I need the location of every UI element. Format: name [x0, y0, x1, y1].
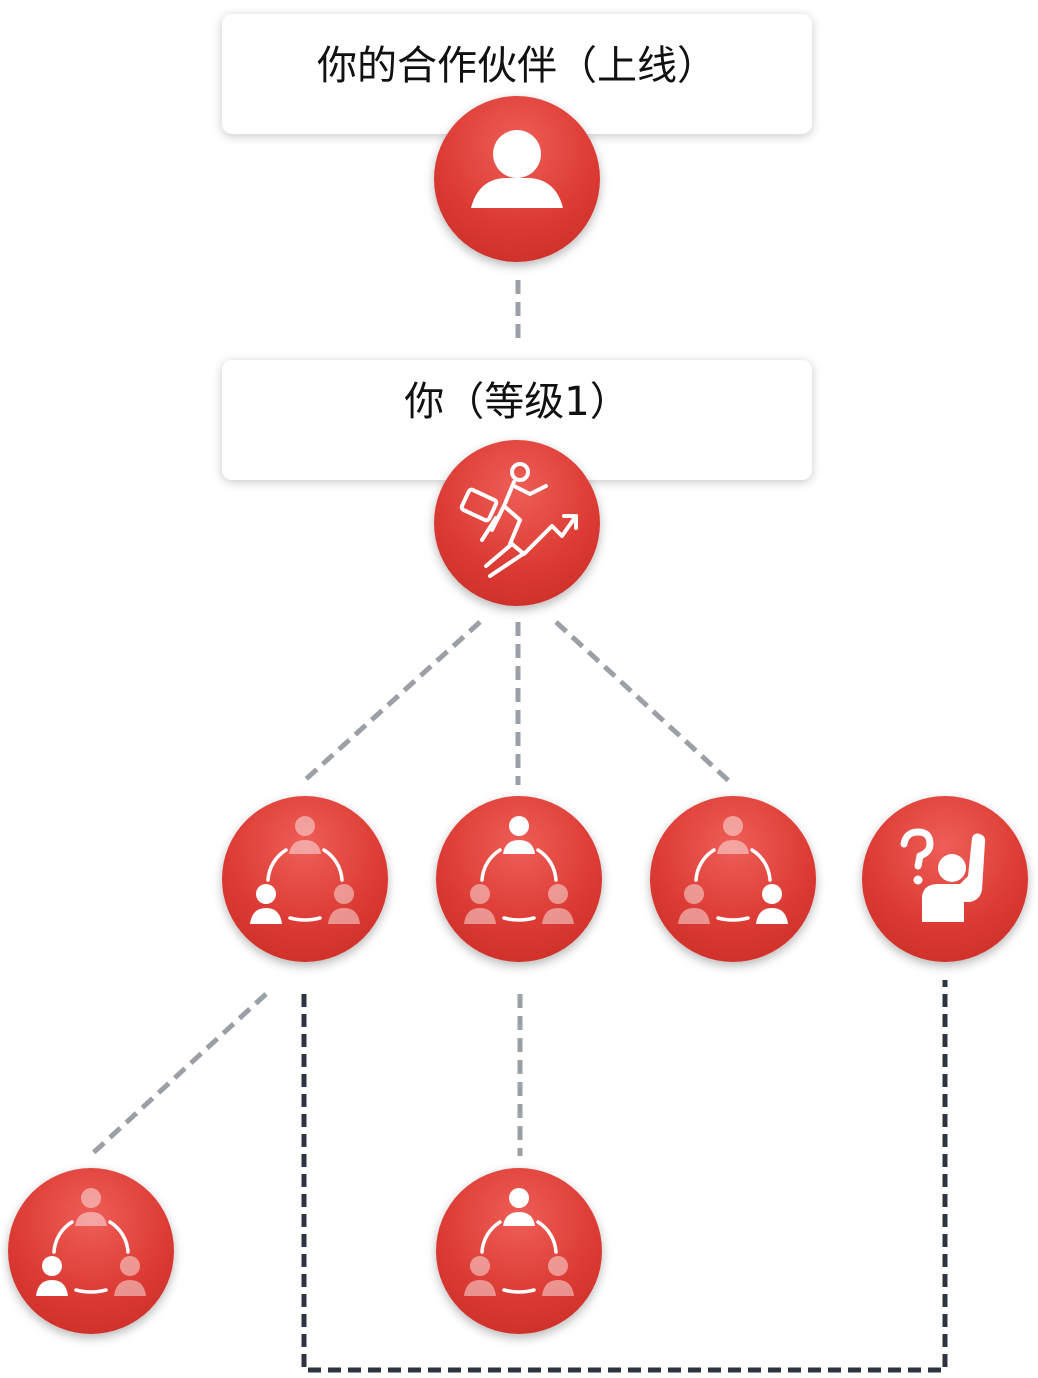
team-circle-icon [250, 816, 360, 924]
team-circle-icon [464, 1188, 574, 1296]
team-circle-icon [464, 816, 574, 924]
climbing-growth-icon [459, 462, 578, 578]
you-label: 你（等级1） [404, 379, 630, 425]
upline-label: 你的合作伙伴（上线） [317, 43, 717, 89]
question-hand-raised-icon [900, 828, 986, 922]
team-node-sub-1 [8, 1168, 174, 1334]
upline-node [434, 96, 600, 262]
person-icon [471, 130, 563, 208]
team-node-1 [222, 796, 388, 962]
team-node-sub-2 [436, 1168, 602, 1334]
connector-you-team1 [303, 620, 482, 782]
team-circle-icon [36, 1188, 146, 1296]
connector-team1-sub1 [90, 992, 268, 1156]
team-node-2 [436, 796, 602, 962]
recruit-node [862, 796, 1028, 962]
connector-recruit-to-team1 [301, 980, 948, 1373]
connector-you-team3 [554, 620, 732, 784]
team-circle-icon [678, 816, 788, 924]
team-node-3 [650, 796, 816, 962]
you-node [434, 440, 600, 606]
